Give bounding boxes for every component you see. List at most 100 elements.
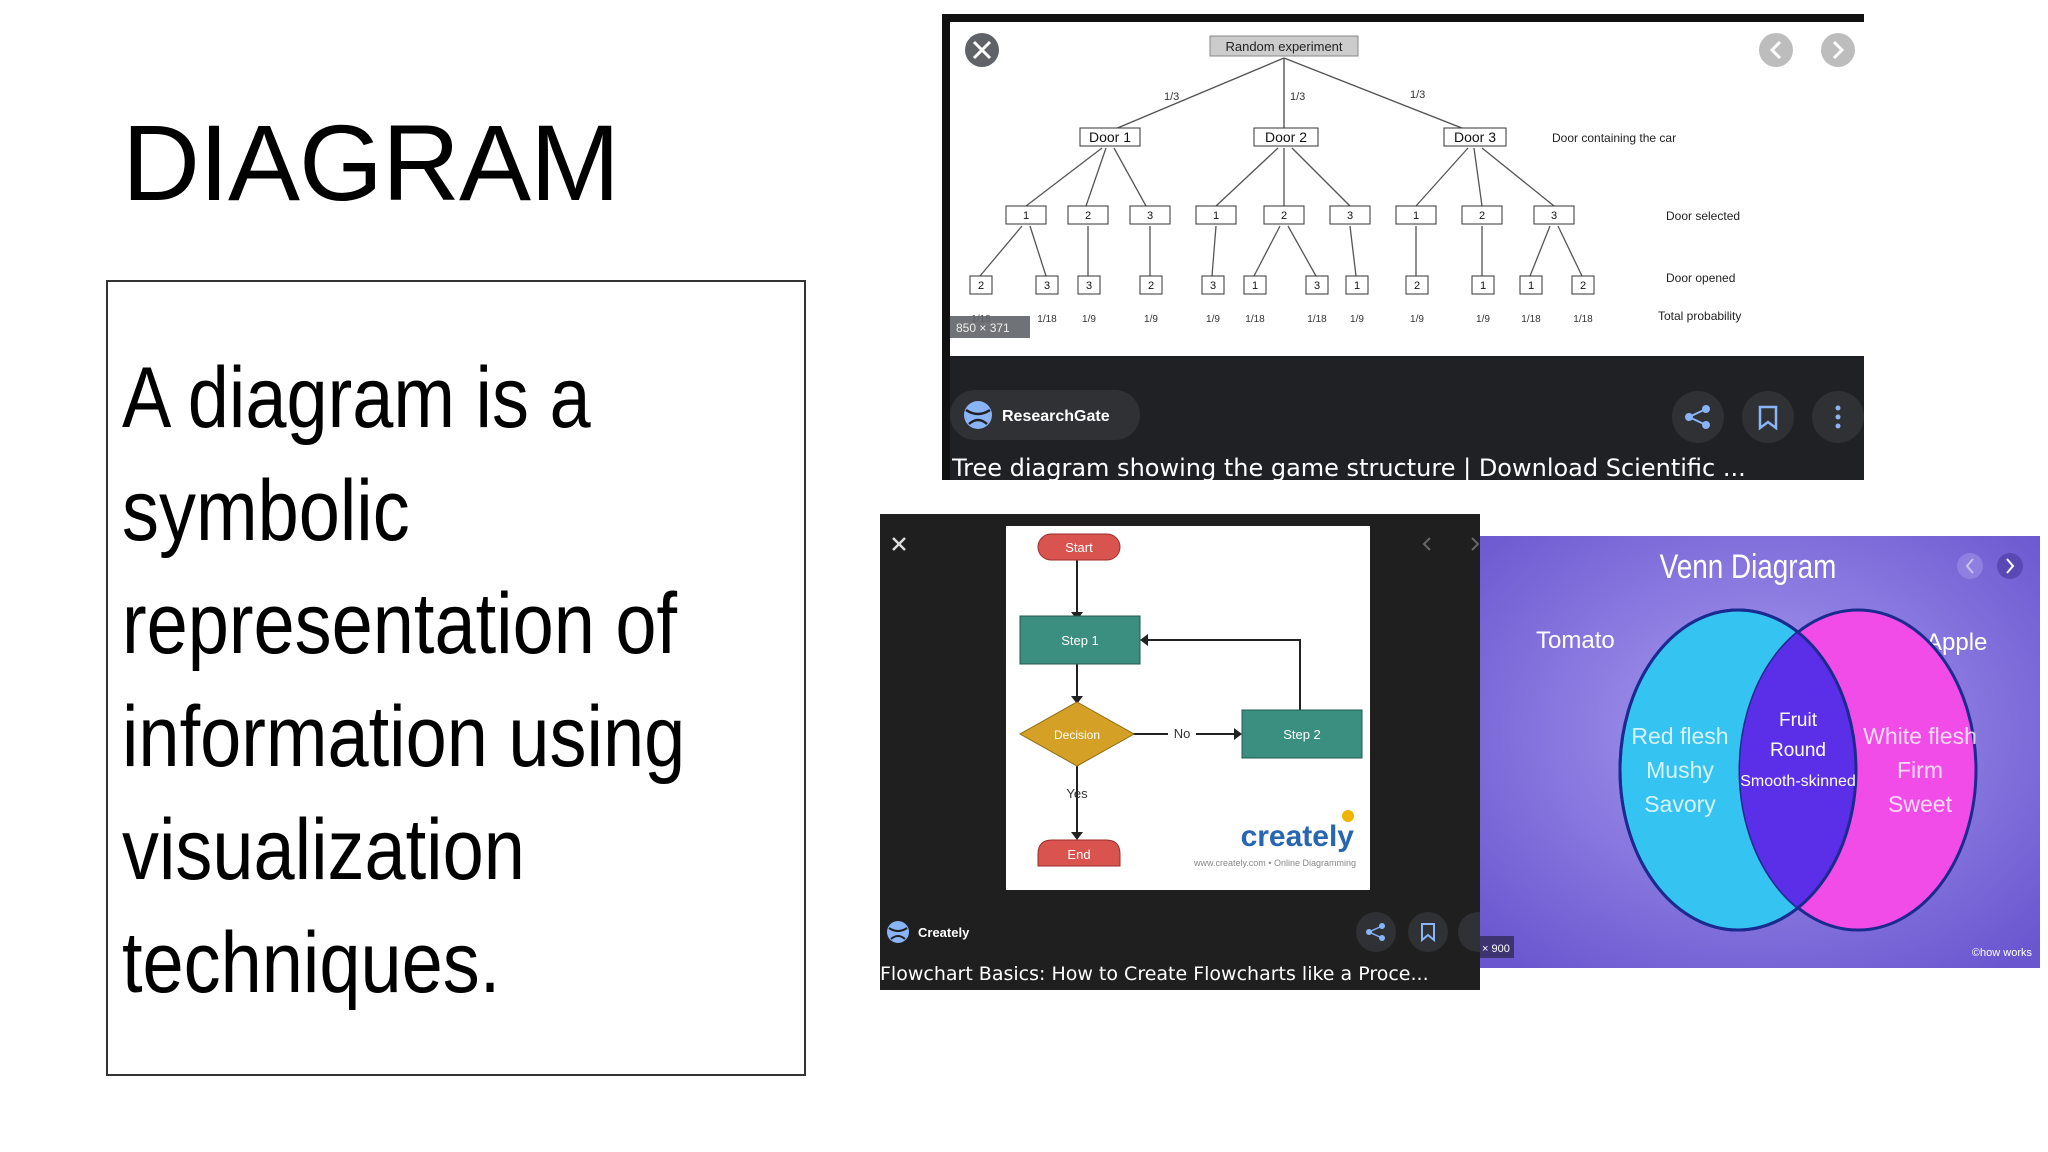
probability-label: 1/9 [1206, 314, 1220, 325]
selected-node: 2 [1479, 210, 1485, 222]
venn-credit: ©how works [1972, 947, 2033, 959]
definition-line: techniques. [122, 915, 501, 1011]
creately-logo: creately [1241, 820, 1355, 853]
venn-left-item: Red flesh [1631, 723, 1728, 749]
flow-no-label: No [1174, 726, 1191, 741]
selected-node: 3 [1147, 210, 1153, 222]
probability-label: 1/9 [1410, 314, 1424, 325]
source-chip[interactable] [950, 390, 1140, 440]
definition-line: representation of [122, 576, 678, 672]
definition-text: A diagram is a symbolic representation o… [122, 342, 801, 1020]
opened-node: 3 [1086, 280, 1092, 292]
venn-right-item: White flesh [1863, 723, 1977, 749]
close-icon[interactable] [892, 537, 906, 551]
more-options-icon[interactable] [1812, 391, 1864, 443]
bookmark-icon[interactable] [1408, 912, 1448, 952]
next-arrow-icon[interactable] [1821, 33, 1855, 67]
probability-label: 1/18 [1573, 314, 1593, 325]
flow-yes-label: Yes [1066, 786, 1088, 801]
image-dimensions: × 900 [1482, 943, 1510, 955]
sun-icon [1342, 810, 1354, 822]
definition-line: A diagram is a [122, 350, 591, 446]
opened-node: 1 [1354, 280, 1360, 292]
source-name: ResearchGate [1002, 408, 1110, 425]
bookmark-icon[interactable] [1742, 391, 1794, 443]
venn-right-item: Firm [1897, 757, 1943, 783]
door-node: Door 3 [1454, 129, 1496, 145]
venn-shared-item: Round [1770, 740, 1826, 761]
row-label-probability: Total probability [1658, 309, 1741, 323]
next-arrow-icon[interactable] [1997, 553, 2023, 579]
opened-node: 1 [1528, 280, 1534, 292]
flow-end: End [1067, 847, 1090, 862]
venn-shared-item: Smooth-skinned [1740, 773, 1856, 790]
definition-line: information using [122, 689, 686, 785]
probability-label: 1/18 [1521, 314, 1541, 325]
door-node: Door 2 [1265, 129, 1307, 145]
venn-shared-item: Fruit [1779, 710, 1818, 731]
edge-label: 1/3 [1410, 89, 1425, 101]
next-arrow-icon[interactable] [1471, 537, 1480, 551]
image-dimensions: 850 × 371 [956, 321, 1010, 335]
selected-node: 3 [1551, 210, 1557, 222]
flow-start: Start [1065, 540, 1093, 555]
previous-arrow-icon[interactable] [1422, 537, 1431, 551]
venn-diagram-image: Venn Diagram Tomato Apple Red flesh Mush… [1480, 536, 2040, 968]
tree-diagram-result[interactable]: Random experiment 1/3 1/3 1/3 Door 1 Doo… [942, 14, 1864, 480]
selected-node: 1 [1023, 210, 1029, 222]
probability-label: 1/18 [1245, 314, 1265, 325]
opened-node: 3 [1210, 280, 1216, 292]
opened-node: 3 [1314, 280, 1320, 292]
globe-icon [964, 401, 992, 429]
more-options-icon[interactable] [1458, 912, 1480, 952]
definition-box: A diagram is a symbolic representation o… [106, 280, 806, 1076]
venn-left-label: Tomato [1536, 627, 1615, 654]
previous-arrow-icon[interactable] [1759, 33, 1793, 67]
opened-node: 2 [1148, 280, 1154, 292]
opened-node: 2 [1414, 280, 1420, 292]
source-name[interactable]: Creately [918, 925, 970, 940]
selected-node: 1 [1413, 210, 1419, 222]
probability-label: 1/9 [1476, 314, 1490, 325]
selected-node: 2 [1085, 210, 1091, 222]
definition-line: symbolic [122, 463, 410, 559]
opened-node: 2 [978, 280, 984, 292]
door-node: Door 1 [1089, 129, 1131, 145]
previous-arrow-icon[interactable] [1957, 553, 1983, 579]
opened-node: 2 [1580, 280, 1586, 292]
edge-label: 1/3 [1290, 91, 1305, 103]
row-label-car: Door containing the car [1552, 131, 1676, 145]
opened-node: 1 [1480, 280, 1486, 292]
selected-node: 2 [1281, 210, 1287, 222]
edge-label: 1/3 [1164, 91, 1179, 103]
definition-line: visualization [122, 802, 525, 898]
tree-diagram-image: Random experiment 1/3 1/3 1/3 Door 1 Doo… [942, 14, 1864, 480]
venn-diagram-result[interactable]: Venn Diagram Tomato Apple Red flesh Mush… [1480, 536, 2040, 968]
flowchart-image: Start Step 1 Decision No Step 2 Yes End … [880, 526, 1480, 990]
row-label-opened: Door opened [1666, 271, 1735, 285]
probability-label: 1/9 [1350, 314, 1364, 325]
venn-left-item: Mushy [1646, 757, 1714, 783]
flow-decision: Decision [1054, 728, 1100, 742]
probability-label: 1/18 [1307, 314, 1327, 325]
flow-step2: Step 2 [1283, 727, 1321, 742]
venn-left-item: Savory [1644, 791, 1716, 817]
venn-title: Venn Diagram [1660, 547, 1837, 585]
probability-label: 1/18 [1037, 314, 1057, 325]
venn-right-item: Sweet [1888, 791, 1953, 817]
result-caption[interactable]: Tree diagram showing the game structure … [952, 454, 1746, 480]
share-icon[interactable] [1672, 391, 1724, 443]
probability-label: 1/9 [1082, 314, 1096, 325]
share-icon[interactable] [1356, 912, 1396, 952]
slide-title: DIAGRAM [122, 102, 620, 223]
selected-node: 3 [1347, 210, 1353, 222]
creately-tagline: www.creately.com • Online Diagramming [1193, 858, 1356, 868]
globe-icon [887, 921, 909, 943]
selected-node: 1 [1213, 210, 1219, 222]
close-icon[interactable] [965, 33, 999, 67]
flowchart-result[interactable]: Start Step 1 Decision No Step 2 Yes End … [880, 514, 1480, 990]
result-caption[interactable]: Flowchart Basics: How to Create Flowchar… [880, 963, 1429, 985]
opened-node: 3 [1044, 280, 1050, 292]
flow-step1: Step 1 [1061, 633, 1099, 648]
opened-node: 1 [1252, 280, 1258, 292]
